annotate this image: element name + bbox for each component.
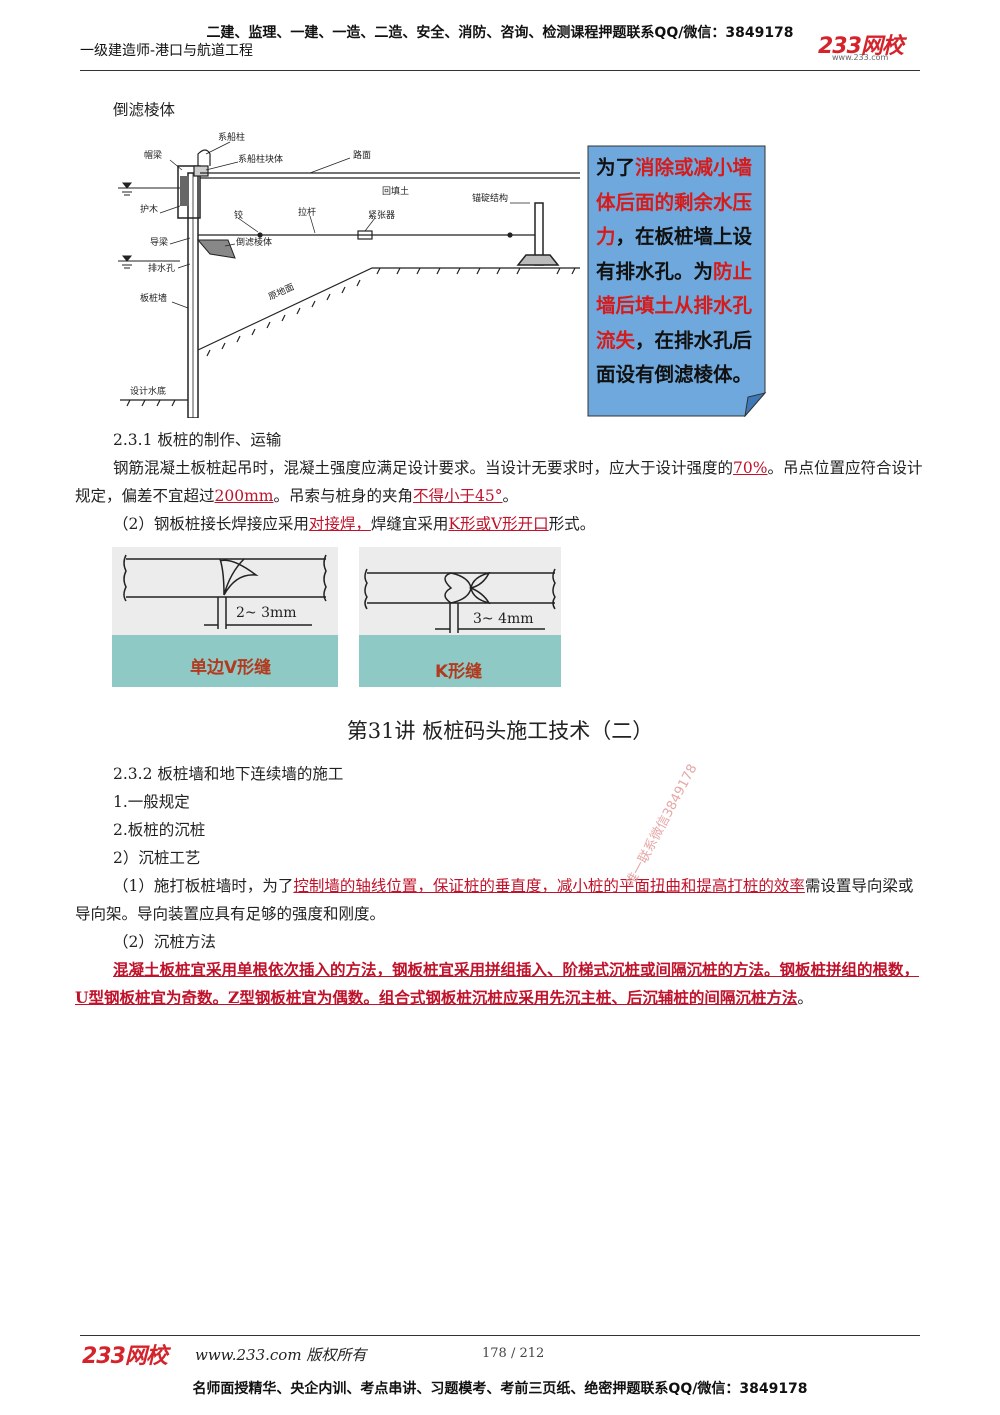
- label-cap-beam: 帽梁: [144, 149, 162, 161]
- label-filter: 倒滤棱体: [236, 236, 272, 248]
- label-fender: 护木: [140, 203, 158, 215]
- label-hinge: 铰: [234, 209, 243, 221]
- weld-figure-single-v: 2~ 3mm 单边V形缝: [112, 547, 338, 687]
- header-divider: [80, 70, 920, 71]
- label-drain-hole: 排水孔: [148, 262, 175, 274]
- sinking-process: 2）沉桩工艺: [113, 849, 201, 867]
- reverse-filter-body: [196, 239, 236, 259]
- paragraph-guide-beam: （1）施打板桩墙时，为了控制墙的轴线位置，保证桩的垂直度，减小桩的平面扭曲和提高…: [75, 877, 914, 923]
- sheet-pile-diagram: 系船柱 帽梁 系船柱块体 路面 回填土 锚碇结构 护木 铰 拉杆 紧张器 导梁 …: [118, 131, 580, 418]
- water-level-high: [118, 182, 180, 269]
- note-box: [587, 145, 767, 417]
- label-turnbuckle: 紧张器: [368, 210, 395, 221]
- label-backfill: 回填土: [382, 185, 409, 197]
- anchor-structure: [516, 202, 560, 266]
- header-logo-url: www.233.com: [832, 53, 889, 62]
- label-guide-beam: 导梁: [150, 236, 168, 248]
- weld-left-dim: 2~ 3mm: [236, 605, 297, 621]
- sinking-method: （2）沉桩方法: [113, 933, 216, 951]
- label-anchor: 锚碇结构: [472, 192, 508, 204]
- label-tie-rod: 拉杆: [298, 206, 316, 218]
- section-2-3-2-title: 2.3.2 板桩墙和地下连续墙的施工: [113, 765, 344, 783]
- label-bollard-block: 系船柱块体: [238, 153, 283, 165]
- page-number: 178 / 212: [482, 1346, 545, 1361]
- weld-right-label: K形缝: [435, 662, 483, 682]
- sheet-pile-wall: [187, 172, 199, 418]
- label-road: 路面: [353, 149, 371, 161]
- tie-rod: [198, 230, 535, 240]
- figure1-caption: 倒滤棱体: [113, 101, 176, 119]
- road-surface: [200, 172, 580, 179]
- paragraph-sinking-method: 混凝土板桩宜采用单根依次插入的方法，钢板桩宜采用拼组插入、阶梯式沉桩或间隔沉桩的…: [75, 960, 920, 1007]
- weld-left-label: 单边V形缝: [190, 658, 272, 678]
- paragraph-welding: （2）钢板桩接长焊接应采用对接焊，焊缝宜采用K形或V形开口形式。: [113, 515, 596, 533]
- footer-divider: [80, 1335, 920, 1336]
- general-rules: 1.一般规定: [113, 793, 190, 811]
- header-contact-line: 二建、监理、一建、一造、二造、安全、消防、咨询、检测课程押题联系QQ/微信：38…: [206, 25, 794, 41]
- cap-beam: [177, 165, 201, 219]
- header-subject: 一级建造师-港口与航道工程: [80, 43, 254, 59]
- bollard: [193, 149, 211, 177]
- label-wall: 板桩墙: [140, 292, 167, 304]
- paragraph-lifting: 钢筋混凝土板桩起吊时，混凝土强度应满足设计要求。当设计无要求时，应大于设计强度的…: [75, 459, 923, 505]
- label-bollard: 系船柱: [218, 131, 245, 143]
- section-2-3-1-title: 2.3.1 板桩的制作、运输: [113, 431, 282, 449]
- footer-contact-line: 名师面授精华、央企内训、考点串讲、习题模考、考前三页纸、绝密押题联系QQ/微信：…: [192, 1381, 808, 1397]
- note-text: 为了消除或减小墙体后面的剩余水压力，在板桩墙上设有排水孔。为防止墙后填土从排水孔…: [596, 156, 753, 386]
- lecture-title: 第31讲 板桩码头施工技术（二）: [346, 719, 654, 743]
- weld-right-dim: 3~ 4mm: [473, 611, 534, 627]
- ground-slope: [197, 267, 580, 357]
- footer-site: www.233.com 版权所有: [195, 1346, 367, 1364]
- label-design-bottom: 设计水底: [130, 385, 166, 397]
- pile-sinking: 2.板桩的沉桩: [113, 821, 206, 839]
- header-logo: 233网校: [818, 34, 904, 59]
- label-original-ground: 原地面: [266, 281, 296, 303]
- weld-figure-k: 3~ 4mm K形缝: [359, 547, 561, 687]
- footer-logo: 233网校: [82, 1344, 168, 1369]
- design-bottom: [120, 399, 188, 407]
